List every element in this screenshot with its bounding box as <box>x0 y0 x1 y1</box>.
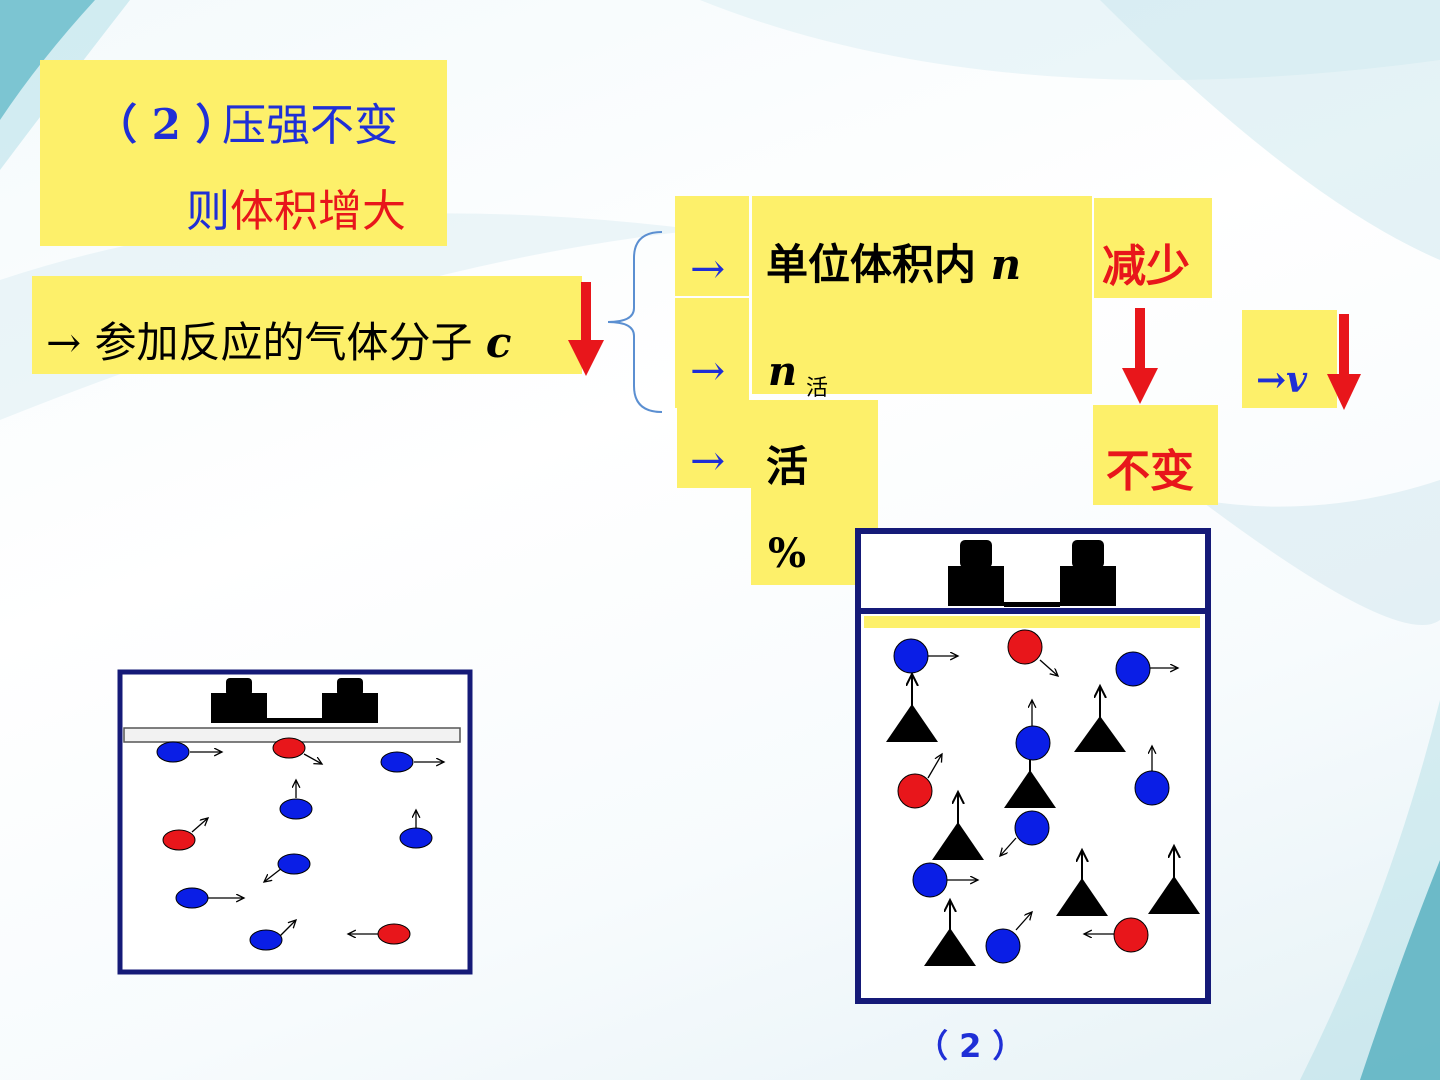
heading-result-highlight: 体积增大 <box>230 186 406 237</box>
reasoning-var: c <box>485 318 512 367</box>
row2-label: n <box>768 352 797 392</box>
conclusion-box <box>1242 310 1337 408</box>
row3-result: 不变 <box>1106 446 1194 497</box>
left-container-diagram <box>117 669 473 975</box>
row1-result: 减少 <box>1102 241 1190 292</box>
row3-arrow: → <box>690 436 726 485</box>
reasoning-text: → 参加反应的气体分子 c <box>46 322 511 364</box>
row3-arrow-box <box>677 400 752 488</box>
brace-icon <box>607 231 663 413</box>
row1-arrow: → <box>690 244 726 293</box>
row1-label: 单位体积内 n <box>766 244 1021 286</box>
row1-label-box <box>752 196 1092 394</box>
row3-result-box <box>1093 405 1218 505</box>
heading-condition: 压强不变 <box>222 100 398 151</box>
row1-arrow-box <box>675 196 749 296</box>
row1-label-text: 单位体积内 <box>766 240 991 289</box>
heading-result-prefix: 则 <box>186 186 230 237</box>
down-arrow-icon <box>1122 308 1158 404</box>
row1-var: n <box>990 240 1022 289</box>
conclusion-text: →v <box>1256 359 1308 401</box>
heading-number: （ 2 ） <box>95 100 238 149</box>
row3-percent: % <box>768 530 807 577</box>
row2-subscript: 活 <box>806 376 829 401</box>
row2-arrow: → <box>690 346 726 395</box>
row3-label: 活 <box>766 442 809 491</box>
down-arrow-icon <box>1327 314 1361 410</box>
heading-result: 则体积增大 <box>186 190 406 234</box>
reasoning-box <box>32 276 582 374</box>
row2-arrow-box <box>675 298 749 408</box>
reasoning-main: → 参加反应的气体分子 <box>46 318 486 367</box>
row2-var: n <box>768 348 798 395</box>
down-arrow-icon <box>568 282 604 376</box>
right-container-diagram <box>855 528 1211 1004</box>
row1-result-box <box>1094 198 1212 298</box>
heading-box <box>40 60 447 246</box>
diagram-caption: （ 2 ） <box>916 1027 1025 1065</box>
